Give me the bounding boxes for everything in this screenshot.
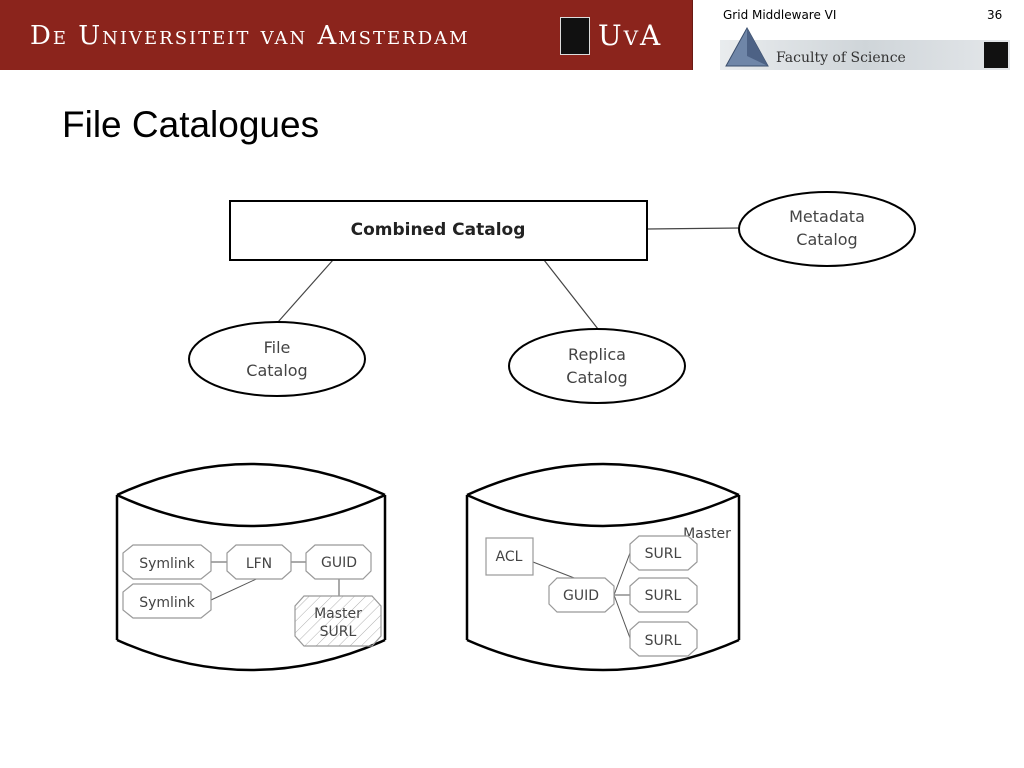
metadata-catalog-line1: Metadata	[789, 207, 865, 226]
uva-crest-icon	[560, 17, 590, 55]
faculty-pyramid-icon	[725, 26, 769, 67]
connector-combined-file	[277, 259, 334, 323]
file-catalog-database	[115, 462, 387, 672]
replica-catalog-line2: Catalog	[566, 368, 627, 387]
metadata-catalog-line2: Catalog	[796, 230, 857, 249]
university-banner: De Universiteit van Amsterdam UvA	[0, 0, 693, 70]
combined-catalog-label: Combined Catalog	[351, 220, 526, 240]
svg-text:LFN: LFN	[246, 556, 272, 572]
combined-catalog-box	[229, 200, 648, 261]
slide-title: File Catalogues	[62, 104, 320, 145]
node-guid-right: GUID	[548, 577, 615, 613]
connector-combined-replica	[543, 259, 599, 330]
replica-catalog-ellipse	[508, 328, 686, 404]
svg-text:SURL: SURL	[645, 546, 682, 562]
banner-uva: UvA	[598, 19, 663, 52]
course-title: Grid Middleware VI	[723, 8, 837, 22]
svg-text:SURL: SURL	[645, 588, 682, 604]
svg-text:Master: Master	[314, 606, 362, 622]
connector-guid-surl3	[613, 594, 631, 639]
replica-catalog-database	[465, 462, 741, 672]
node-surl-3: SURL	[629, 621, 698, 657]
svg-text:ACL: ACL	[496, 549, 523, 565]
node-lfn: LFN	[226, 544, 292, 580]
faculty-name: Faculty of Science	[776, 50, 906, 66]
connector-combined-metadata	[646, 227, 741, 230]
node-surl-2: SURL	[629, 577, 698, 613]
node-surl-1: SURL	[629, 535, 698, 571]
svg-text:GUID: GUID	[563, 588, 599, 604]
uva-crest-small-icon	[984, 42, 1008, 68]
node-acl: ACL	[485, 537, 534, 576]
node-symlink-1: Symlink	[122, 544, 212, 580]
file-catalog-line2: Catalog	[246, 361, 307, 380]
replica-catalog-line1: Replica	[568, 345, 626, 364]
svg-text:SURL: SURL	[645, 633, 682, 649]
node-master-surl: Master SURL	[294, 595, 382, 647]
file-catalog-ellipse	[188, 321, 366, 397]
node-guid-left: GUID	[305, 544, 372, 580]
svg-text:Symlink: Symlink	[139, 595, 195, 611]
svg-text:Symlink: Symlink	[139, 556, 195, 572]
connector-guid-surl1	[613, 552, 631, 596]
faculty-band	[720, 40, 1010, 70]
file-catalog-line1: File	[264, 338, 291, 357]
svg-text:GUID: GUID	[321, 555, 357, 571]
node-symlink-2: Symlink	[122, 583, 212, 619]
master-label: Master	[683, 526, 731, 542]
slide-number: 36	[987, 8, 1003, 22]
metadata-catalog-ellipse	[738, 191, 916, 267]
banner-title: De Universiteit van Amsterdam	[30, 21, 470, 51]
svg-text:SURL: SURL	[320, 624, 357, 640]
